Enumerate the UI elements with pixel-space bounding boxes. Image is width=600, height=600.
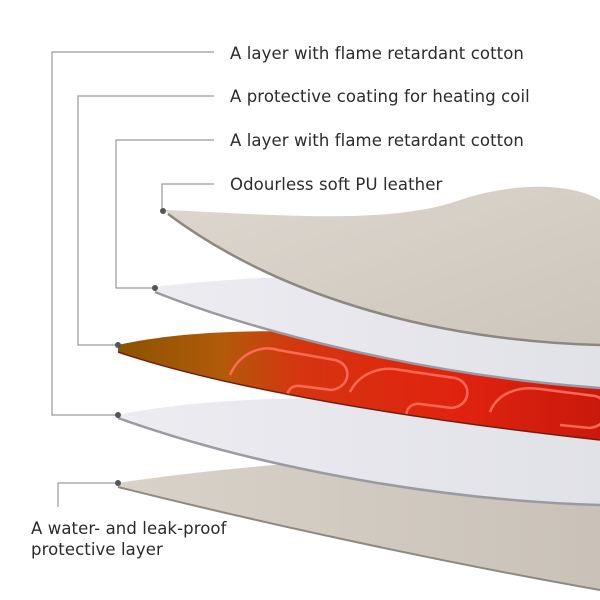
label-bottom-protective-layer: A water- and leak-proof protective layer <box>31 518 227 560</box>
label-layer-top-cotton: A layer with flame retardant cotton <box>230 44 524 63</box>
leader-line-bottom <box>57 482 118 507</box>
label-coating-heating-coil: A protective coating for heating coil <box>230 87 530 106</box>
leader-lines <box>51 51 214 507</box>
leader-dots <box>115 208 166 486</box>
leader-line-pu-leather <box>161 183 214 210</box>
label-layer-mid-cotton: A layer with flame retardant cotton <box>230 131 524 150</box>
label-bottom-line2: protective layer <box>31 540 163 559</box>
leader-line-coating <box>77 95 214 346</box>
label-bottom-line1: A water- and leak-proof <box>31 519 227 538</box>
pu-leather-layer <box>165 186 600 347</box>
label-pu-leather: Odourless soft PU leather <box>230 175 443 194</box>
leader-line-mid-cotton <box>115 139 214 289</box>
leader-line-top-cotton <box>51 51 214 416</box>
